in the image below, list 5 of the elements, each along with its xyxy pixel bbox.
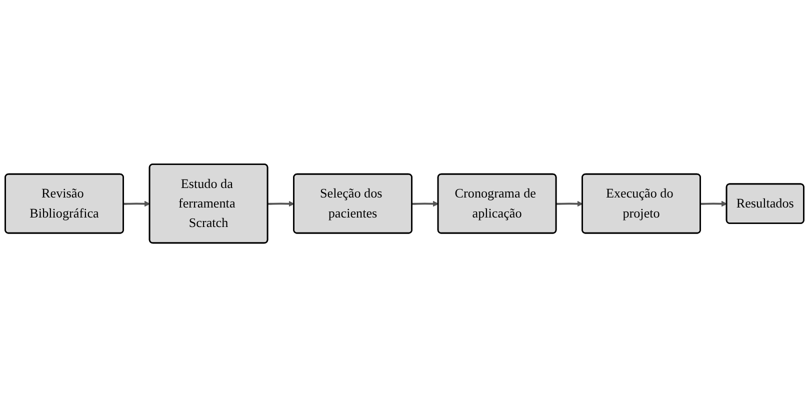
arrow (268, 200, 294, 207)
arrow (700, 200, 728, 207)
arrow (556, 200, 583, 207)
arrow (412, 200, 439, 207)
arrow (124, 200, 150, 207)
